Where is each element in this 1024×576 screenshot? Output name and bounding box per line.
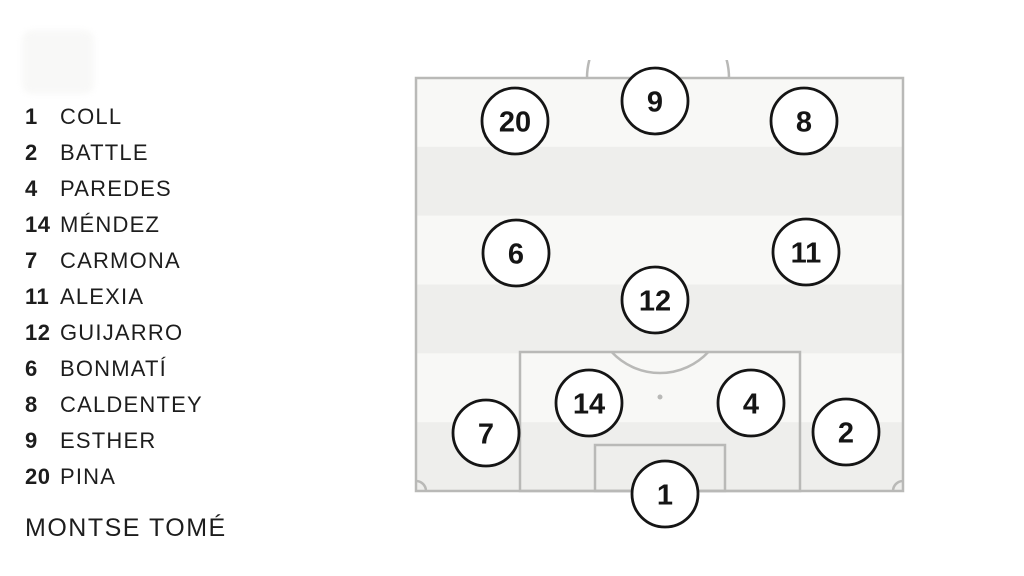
player-markers: 20 9 8 6 11 12 14 4 7 2 1 xyxy=(451,66,881,529)
pitch-diagram: 20 9 8 6 11 12 14 4 7 2 1 xyxy=(414,60,905,529)
roster-player-name: GUIJARRO xyxy=(60,320,184,345)
player-marker-circle xyxy=(620,265,690,335)
corner-arc-left xyxy=(415,479,428,492)
roster-row: 12 GUIJARRO xyxy=(25,315,203,351)
roster-player-number: 2 xyxy=(25,140,38,165)
player-marker: 4 xyxy=(716,368,786,438)
roster-player-name: COLL xyxy=(60,104,123,129)
player-marker: 2 xyxy=(811,397,881,467)
player-marker-number: 8 xyxy=(796,107,812,139)
roster-row: 2 BATTLE xyxy=(25,135,203,171)
pitch-stripe xyxy=(416,146,903,216)
roster-player-number: 20 xyxy=(25,464,51,489)
player-marker-circle xyxy=(554,368,624,438)
roster-player-number: 4 xyxy=(25,176,38,201)
player-marker: 12 xyxy=(620,265,690,335)
roster-row: 4 PAREDES xyxy=(25,171,203,207)
player-marker: 9 xyxy=(620,66,690,136)
roster-row: 9 ESTHER xyxy=(25,423,203,459)
coach-name: MONTSE TOMÉ xyxy=(25,514,227,542)
roster-row: 11 ALEXIA xyxy=(25,279,203,315)
player-marker-number: 4 xyxy=(743,389,759,421)
player-marker: 8 xyxy=(769,86,839,156)
roster-player-number: 1 xyxy=(25,104,38,129)
player-marker-circle xyxy=(620,66,690,136)
player-marker-circle xyxy=(716,368,786,438)
roster-row: 7 CARMONA xyxy=(25,243,203,279)
roster-player-name: PINA xyxy=(60,464,117,489)
roster-player-number: 7 xyxy=(25,248,38,273)
player-marker-circle xyxy=(811,397,881,467)
player-marker: 20 xyxy=(480,86,550,156)
roster-player-name: ALEXIA xyxy=(60,284,145,309)
roster-player-number: 12 xyxy=(25,320,51,345)
player-marker-circle xyxy=(481,218,551,288)
penalty-spot xyxy=(657,394,663,400)
player-marker: 1 xyxy=(630,459,700,529)
roster-player-name: ESTHER xyxy=(60,428,157,453)
roster-list: 1 COLL 2 BATTLE 4 PAREDES 14 MÉNDEZ 7 CA… xyxy=(25,99,203,495)
roster-player-number: 6 xyxy=(25,356,38,381)
player-marker: 11 xyxy=(771,217,841,287)
player-marker-circle xyxy=(451,398,521,468)
player-marker-number: 7 xyxy=(478,419,494,451)
player-marker-number: 14 xyxy=(573,389,605,421)
roster-row: 8 CALDENTEY xyxy=(25,387,203,423)
roster-row: 20 PINA xyxy=(25,459,203,495)
penalty-arc xyxy=(610,351,710,375)
roster-player-name: MÉNDEZ xyxy=(60,212,161,237)
faded-logo xyxy=(22,30,94,94)
player-marker-number: 2 xyxy=(838,418,854,450)
player-marker-circle xyxy=(769,86,839,156)
player-marker: 6 xyxy=(481,218,551,288)
player-marker-circle xyxy=(771,217,841,287)
roster-player-number: 9 xyxy=(25,428,38,453)
corner-arc-right xyxy=(891,479,904,492)
roster-player-number: 11 xyxy=(25,284,50,309)
player-marker-number: 9 xyxy=(647,87,663,119)
player-marker: 14 xyxy=(554,368,624,438)
roster-player-name: BONMATÍ xyxy=(60,356,167,381)
roster-player-name: CALDENTEY xyxy=(60,392,203,417)
roster-row: 1 COLL xyxy=(25,99,203,135)
roster-player-number: 8 xyxy=(25,392,38,417)
roster-player-name: BATTLE xyxy=(60,140,149,165)
roster-row: 14 MÉNDEZ xyxy=(25,207,203,243)
player-marker-circle xyxy=(480,86,550,156)
player-marker: 7 xyxy=(451,398,521,468)
roster-player-name: PAREDES xyxy=(60,176,172,201)
roster-player-name: CARMONA xyxy=(60,248,181,273)
player-marker-number: 11 xyxy=(791,238,822,270)
player-marker-circle xyxy=(630,459,700,529)
player-marker-number: 1 xyxy=(657,480,673,512)
player-marker-number: 12 xyxy=(639,286,671,318)
roster-row: 6 BONMATÍ xyxy=(25,351,203,387)
player-marker-number: 20 xyxy=(499,107,531,139)
player-marker-number: 6 xyxy=(508,239,524,271)
roster-player-number: 14 xyxy=(25,212,51,237)
